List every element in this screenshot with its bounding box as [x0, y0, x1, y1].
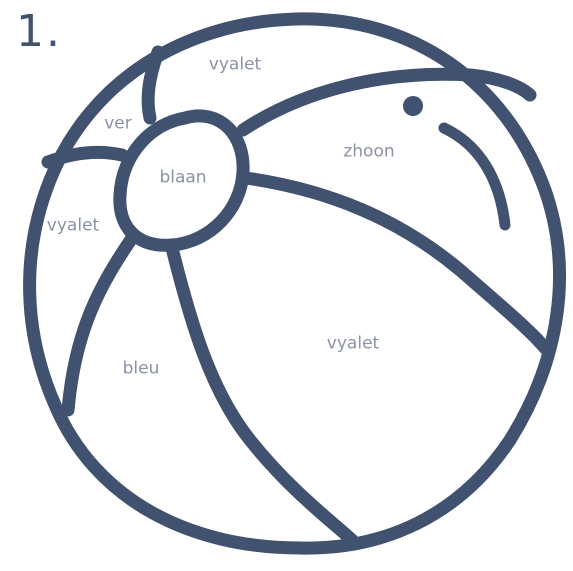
region-label-top: vyalet [209, 57, 261, 74]
stripe-left-lower [68, 238, 132, 410]
item-number: 1. [16, 10, 62, 54]
region-label-top-left: ver [104, 116, 132, 133]
region-label-lower-right: vyalet [327, 336, 379, 353]
stripe-middle-lower [172, 248, 352, 540]
region-label-center: blaan [159, 170, 206, 187]
stripe-top-upper [148, 52, 158, 118]
stripe-left-upper [48, 152, 122, 162]
region-label-lower-left: bleu [123, 361, 160, 378]
highlight-dot [403, 96, 423, 116]
region-label-left: vyalet [47, 218, 99, 235]
region-label-upper-right: zhoon [343, 144, 394, 161]
highlight-stroke [444, 128, 505, 225]
